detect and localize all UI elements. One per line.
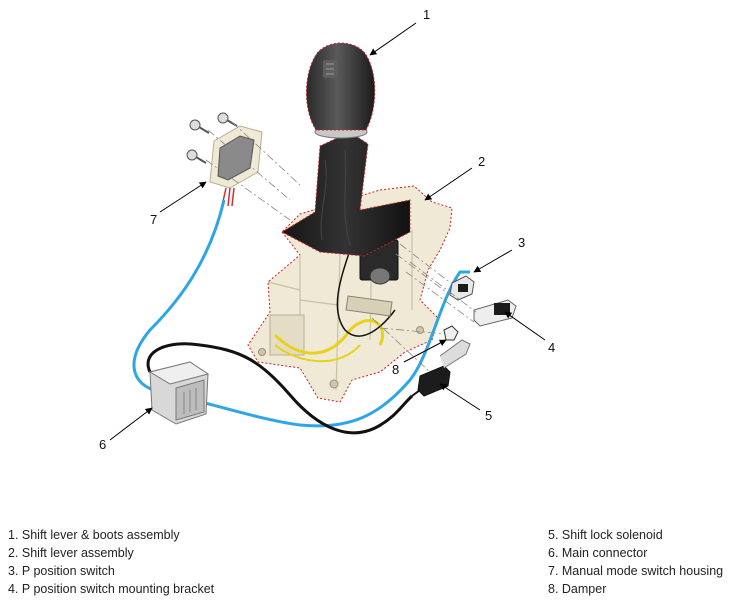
callout-6: 6 bbox=[99, 437, 106, 452]
legend-item: 2. Shift lever assembly bbox=[8, 546, 134, 560]
black-wire bbox=[146, 342, 414, 435]
legend-item: 4. P position switch mounting bracket bbox=[8, 582, 215, 596]
callout-7: 7 bbox=[150, 212, 157, 227]
screw-icon bbox=[186, 149, 207, 164]
p-position-switch bbox=[395, 243, 475, 301]
shift-lever-boot bbox=[280, 42, 411, 257]
legend-item: 3. P position switch bbox=[8, 564, 115, 578]
damper bbox=[379, 325, 459, 341]
callout-3: 3 bbox=[518, 235, 525, 250]
screw-icon bbox=[189, 119, 210, 134]
callout-arrows bbox=[109, 22, 546, 441]
callout-2: 2 bbox=[478, 154, 485, 169]
legend-left: 1. Shift lever & boots assembly 2. Shift… bbox=[8, 526, 214, 598]
legend-item: 7. Manual mode switch housing bbox=[548, 564, 724, 578]
legend-item: 8. Damper bbox=[548, 582, 607, 596]
legend-item: 6. Main connector bbox=[548, 546, 648, 560]
main-connector bbox=[148, 361, 210, 425]
callout-5: 5 bbox=[485, 408, 492, 423]
exploded-diagram: 1 2 3 4 5 6 7 8 bbox=[99, 7, 555, 452]
callout-8: 8 bbox=[392, 362, 399, 377]
blue-wire bbox=[132, 199, 470, 428]
legend-item: 5. Shift lock solenoid bbox=[548, 528, 663, 542]
callout-1: 1 bbox=[423, 7, 430, 22]
callout-4: 4 bbox=[548, 340, 555, 355]
legend-item: 1. Shift lever & boots assembly bbox=[8, 528, 180, 542]
manual-mode-switch-housing bbox=[186, 112, 301, 221]
legend-right: 5. Shift lock solenoid 6. Main connector… bbox=[548, 526, 723, 598]
